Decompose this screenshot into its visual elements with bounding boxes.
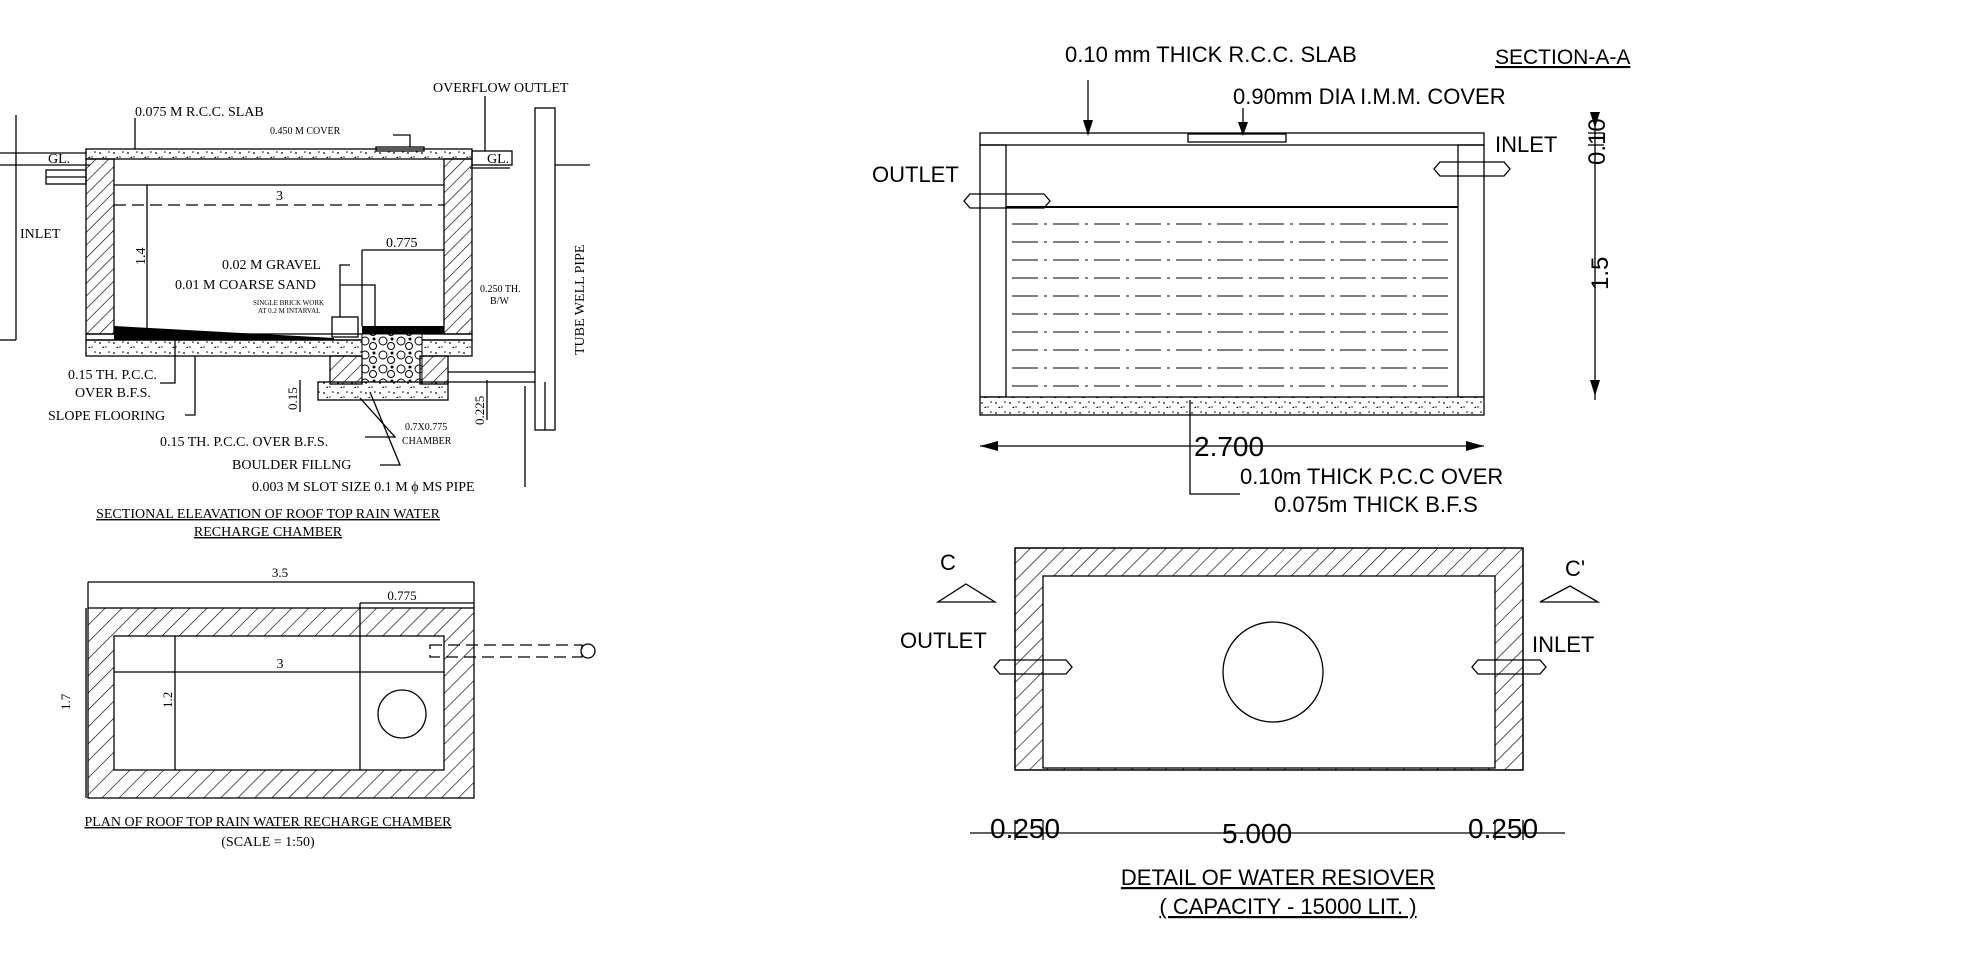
- label-bw-2: B/W: [490, 296, 509, 307]
- rp-inlet-pipe: [1471, 659, 1547, 675]
- plan-view: 3.5 0.775 3 1.7 1.2 PLAN OF ROOF TOP RAI…: [58, 565, 596, 850]
- label-pcc-1: 0.15 TH. P.C.C.: [68, 368, 157, 383]
- label-cover: 0.450 M COVER: [270, 126, 341, 137]
- plan-dim-chamber: 0.775: [387, 588, 416, 603]
- label-sand: 0.01 M COARSE SAND: [175, 278, 316, 293]
- rr-dim-1-5: 1.5: [1587, 257, 1614, 290]
- rp-label-inlet: INLET: [1532, 632, 1594, 657]
- label-slot: 0.003 M SLOT SIZE 0.1 M ϕ MS PIPE: [252, 480, 475, 495]
- section-title-line2: RECHARGE CHAMBER: [194, 525, 343, 540]
- rr-slab: [979, 132, 1485, 146]
- rp-dim-mid: 5.000: [1222, 818, 1292, 849]
- label-gravel: 0.02 M GRAVEL: [222, 258, 321, 273]
- label-chamber-1: 0.7X0.775: [405, 422, 447, 433]
- rr-inlet-pipe: [1433, 161, 1511, 177]
- rp-outlet-pipe: [993, 659, 1073, 675]
- reservoir-section: 0.10 mm THICK R.C.C. SLAB SECTION-A-A 0.…: [872, 42, 1630, 517]
- label-chamber-2: CHAMBER: [402, 436, 452, 447]
- plan-dim-inner: 3: [277, 657, 284, 672]
- sectional-elevation: 0.075 M R.C.C. SLAB 0.450 M COVER OVERFL…: [0, 81, 590, 540]
- overflow-pipe: [471, 150, 513, 166]
- label-gl-left: GL.: [48, 152, 70, 167]
- label-bw-1: 0.250 TH.: [480, 284, 521, 295]
- label-dim-1-4: 1.4: [134, 248, 149, 266]
- rp-manhole: [1222, 621, 1324, 723]
- label-overflow: OVERFLOW OUTLET: [433, 81, 569, 96]
- rp-label-c: C: [940, 550, 956, 575]
- rr-wall-left: [979, 144, 1007, 398]
- label-dim-3: 3: [276, 189, 283, 204]
- label-slab: 0.075 M R.C.C. SLAB: [135, 105, 264, 120]
- rr-wall-right: [1457, 144, 1485, 398]
- label-dim-0-775: 0.775: [386, 236, 418, 251]
- label-brick-1: SINGLE BRICK WORK: [253, 299, 324, 307]
- label-brick-2: AT 0.2 M INTARVAL: [258, 307, 320, 315]
- rr-label-slab: 0.10 mm THICK R.C.C. SLAB: [1065, 42, 1357, 67]
- rp-marker-c-prime: [1539, 585, 1601, 603]
- rr-label-inlet: INLET: [1495, 132, 1557, 157]
- label-dim-0-225: 0.225: [472, 396, 487, 425]
- rp-label-c-prime: C': [1565, 556, 1585, 581]
- right-wall: [443, 158, 473, 335]
- rr-label-outlet: OUTLET: [872, 162, 959, 187]
- rr-dim-2-700: 2.700: [1194, 431, 1264, 462]
- rp-capacity: ( CAPACITY - 15000 LIT. ): [1159, 894, 1416, 919]
- plan-inner: [113, 635, 445, 771]
- label-pcc-2: OVER B.F.S.: [75, 386, 151, 401]
- label-tube-well: TUBE WELL PIPE: [573, 245, 588, 355]
- rr-label-pcc-2: 0.075m THICK B.F.S: [1274, 492, 1478, 517]
- rp-label-outlet: OUTLET: [900, 628, 987, 653]
- chamber-base: [317, 381, 449, 401]
- brick-work: [331, 316, 359, 338]
- rr-cover: [1187, 133, 1287, 143]
- tube-well-pipe: [534, 107, 556, 431]
- cover: [375, 146, 425, 152]
- label-slope: SLOPE FLOORING: [48, 409, 165, 424]
- rr-label-pcc-1: 0.10m THICK P.C.C OVER: [1240, 464, 1503, 489]
- label-gl-right: GL.: [487, 152, 509, 167]
- plan-scale: (SCALE = 1:50): [221, 835, 315, 850]
- label-pcc-chamber: 0.15 TH. P.C.C. OVER B.F.S.: [160, 435, 328, 450]
- plan-dim-height: 1.7: [58, 693, 73, 710]
- section-title-line1: SECTIONAL ELEAVATION OF ROOF TOP RAIN WA…: [96, 507, 440, 522]
- plan-dim-inner-height: 1.2: [160, 692, 175, 708]
- rr-base: [979, 396, 1485, 416]
- reservoir-plan: C C' OUTLET INLET 0.250 5.000 0.250 DETA…: [900, 547, 1601, 919]
- label-dim-0-15: 0.15: [285, 387, 300, 410]
- rp-inner: [1042, 575, 1496, 769]
- rp-title: DETAIL OF WATER RESIOVER: [1121, 865, 1435, 890]
- plan-title: PLAN OF ROOF TOP RAIN WATER RECHARGE CHA…: [84, 815, 452, 830]
- plan-chamber-circle: [377, 689, 427, 739]
- rp-marker-c: [935, 583, 998, 603]
- rp-dim-left: 0.250: [990, 813, 1060, 844]
- gravel-layer: [362, 326, 444, 334]
- rr-label-cover: 0.90mm DIA I.M.M. COVER: [1233, 84, 1506, 109]
- boulder-fill: [361, 333, 423, 385]
- label-inlet: INLET: [20, 227, 61, 242]
- rr-outlet-pipe: [963, 193, 1051, 209]
- label-boulder: BOULDER FILLNG: [232, 458, 351, 473]
- left-wall: [85, 158, 115, 335]
- rr-section-label: SECTION-A-A: [1495, 46, 1630, 69]
- plan-dim-overall: 3.5: [272, 565, 288, 580]
- rp-dim-right: 0.250: [1468, 813, 1538, 844]
- rr-dim-0-10: 0.10: [1584, 118, 1611, 165]
